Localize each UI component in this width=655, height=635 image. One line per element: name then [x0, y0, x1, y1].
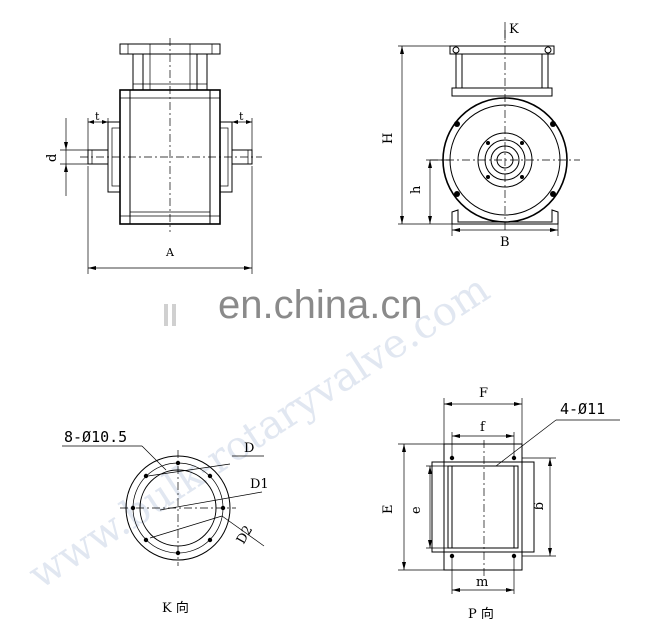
dim-t-left-label: t	[95, 110, 100, 123]
dim-B-label: B	[500, 235, 510, 250]
watermark-text: en.china.cn	[218, 283, 423, 327]
dim-F-label: F	[479, 386, 488, 401]
front-view: A d t t	[45, 38, 262, 274]
dim-D-label: D	[244, 441, 254, 456]
dim-D1-label: D1	[250, 477, 269, 492]
p-view: F f 4-Ø11 E e g	[381, 386, 620, 622]
dim-A-label: A	[165, 246, 175, 259]
p-view-caption: P 向	[468, 606, 494, 622]
dim-E-label: E	[381, 505, 396, 515]
dim-f-label: f	[480, 420, 486, 435]
k-view-caption: K 向	[162, 600, 189, 616]
k-holes-label: 8-Ø10.5	[64, 428, 127, 446]
dim-K-label: K	[509, 22, 519, 37]
dim-g-label: g	[532, 502, 547, 510]
p-holes-label: 4-Ø11	[560, 400, 605, 418]
center-watermark: en.china.cn	[164, 283, 423, 327]
side-view: K H h B	[381, 22, 580, 250]
dim-d-label: d	[45, 154, 60, 162]
dim-h-label: h	[409, 185, 424, 194]
dim-t-right-label: t	[239, 110, 244, 123]
dim-H-label: H	[381, 133, 396, 144]
dim-e-label: e	[409, 506, 424, 514]
dim-m-label: m	[476, 575, 488, 590]
